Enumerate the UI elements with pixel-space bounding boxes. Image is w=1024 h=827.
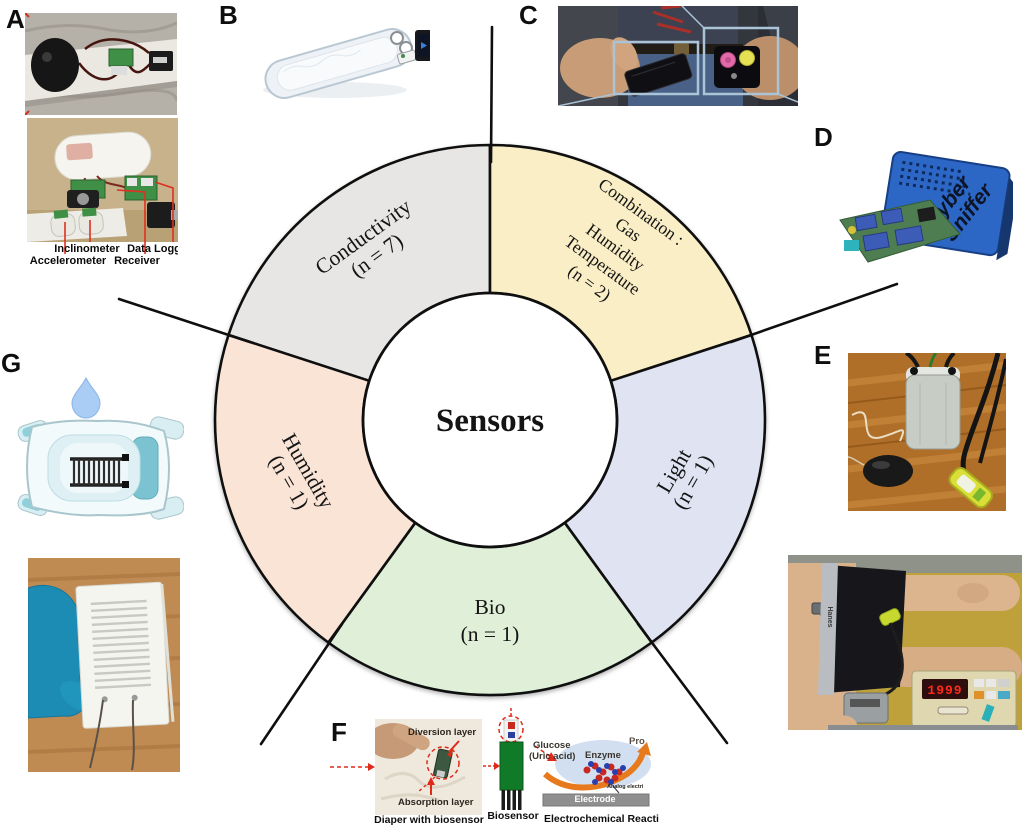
dashed-arrow-into-diaper [330,763,375,771]
button-device [714,46,760,88]
panel-f-electrochemical-diagram [535,740,651,807]
paper-sensor [75,581,175,729]
svg-text:Bio: Bio [474,595,505,619]
reaction-arrow [543,751,646,791]
panel-g-photo-paper-electrode [28,558,180,772]
embedded-biosensor [433,748,453,779]
dashed-arrow-to-biosensor [483,762,500,770]
inclinometer-cylinder [78,207,104,235]
panel-c-letter: C [519,0,538,30]
waistband-brand: Hanes [826,606,833,627]
wheel-hub [361,291,619,549]
inclinometer-label: Inclinometer [54,243,120,255]
droplet-icon [71,376,101,419]
glucose-label: Glucose [533,740,571,751]
panel-a-letter: A [6,4,25,34]
panel-f-biosensor-strip [498,708,524,810]
panel-f-letter: F [331,717,347,747]
analog-electrode-label: Analog electri [607,784,644,790]
panel-f-photo-diaper-biosensor [375,719,482,815]
electrode-label: Electrode [574,794,616,804]
data-logger-label: Data Logg [127,243,178,255]
diaper-caption: Diaper with biosensor [374,814,484,826]
panel-e-photo-sensor-unit [848,353,1006,511]
red-leader-lines [64,181,174,254]
pump-device: 1999 [911,670,1017,728]
panel-d-photo-cyber-sniffer: Cyber Sniffer [839,151,1013,263]
black-pod [863,455,913,487]
green-pcb [108,48,134,67]
electrode-bar [542,793,650,807]
accelerometer-label: Accelerometer [30,255,107,266]
smartphone [415,30,430,61]
gray-logger-box [905,367,961,450]
absorbent-pad [264,28,413,99]
panel-b-photo-pad-with-sensor [263,28,430,99]
uric-acid-label: (Uric acid) [529,751,576,762]
enzyme-label: Enzyme [585,750,621,761]
black-module [31,38,79,92]
receiver-label: Receiver [114,255,161,266]
svg-text:(n = 1): (n = 1) [461,622,520,646]
divider-lines [117,25,899,746]
accelerometer-cylinder [50,209,76,237]
yellow-clip [948,467,993,509]
interdigitated-electrode [70,454,129,488]
biosensor-caption: Biosensor [487,810,539,822]
molecule-cluster [583,761,626,785]
label-bio: Bio (n = 1) [461,595,520,646]
panel-g-letter: G [1,348,22,378]
digital-display: 1999 [927,683,962,698]
highlight-frames [558,6,798,106]
center-title: Sensors [436,403,544,439]
phone-device [624,53,693,97]
absorption-layer-label: Absorption layer [398,797,474,808]
waistband [818,563,838,695]
clip-on-shorts [879,608,901,626]
panel-b-letter: B [219,0,238,30]
panel-e-letter: E [814,340,832,370]
reaction-caption: Electrochemical Reacti [544,813,659,825]
product-label: Pro [629,736,645,747]
mannequin-leg-far [880,575,1020,611]
panel-a-photo-worn-device [25,13,177,115]
diversion-layer-label: Diversion layer [408,727,477,738]
panel-g-diaper-illustration [17,376,184,520]
panel-e-photo-mannequin-test: Hanes 1999 [788,555,1022,730]
panel-c-photo-handheld-devices [558,6,798,106]
panel-a-photo-pad-electronics: Inclinometer Data Logg Accelerometer Rec… [27,118,178,266]
black-shorts [826,565,906,693]
sanitary-pad [54,131,152,181]
panel-d-letter: D [814,122,833,152]
sensor-pcb [839,199,961,263]
clip-sensor [390,31,418,65]
